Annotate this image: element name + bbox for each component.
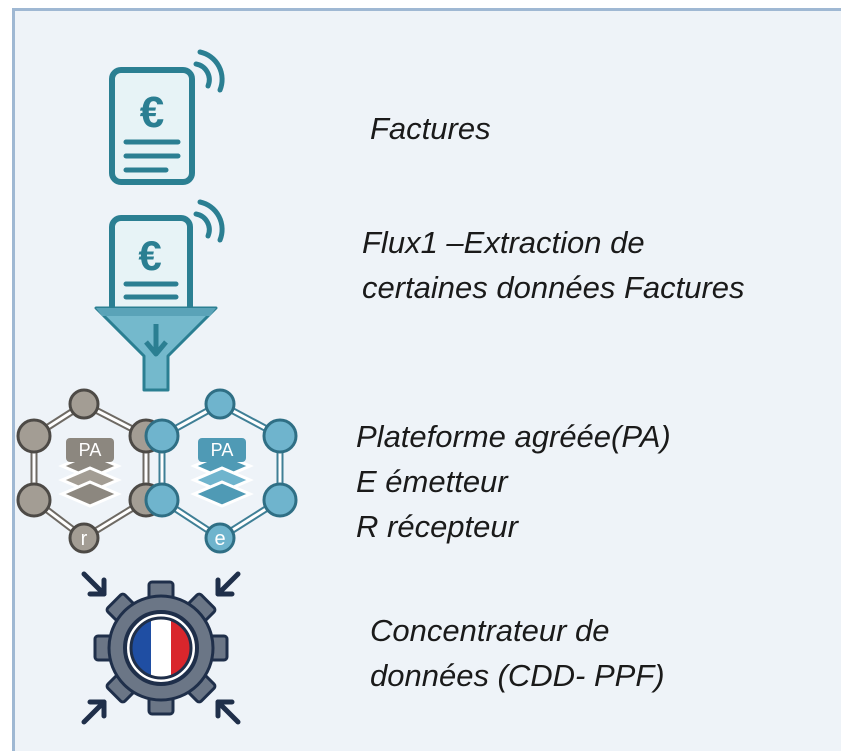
label-flux1: Flux1 –Extraction de certaines données F… <box>362 225 745 305</box>
pa-badge-gray: PA <box>79 440 102 460</box>
euro-symbol: € <box>138 232 161 279</box>
invoice-wifi-icon: € <box>109 49 225 185</box>
label-concentrateur: Concentrateur de données (CDD- PPF) <box>370 613 665 693</box>
pa-badge-blue: PA <box>211 440 234 460</box>
invoice-funnel-icon: € <box>94 199 225 392</box>
gear-france-icon <box>81 571 241 725</box>
label-plateforme: Plateforme agréée(PA) E émetteur R récep… <box>356 419 671 544</box>
label-factures: Factures <box>370 111 491 146</box>
emitter-node-label: e <box>214 528 225 550</box>
euro-symbol: € <box>140 88 164 137</box>
receiver-node-label: r <box>81 528 88 550</box>
platform-network-icon: PA r PA e <box>16 388 298 554</box>
